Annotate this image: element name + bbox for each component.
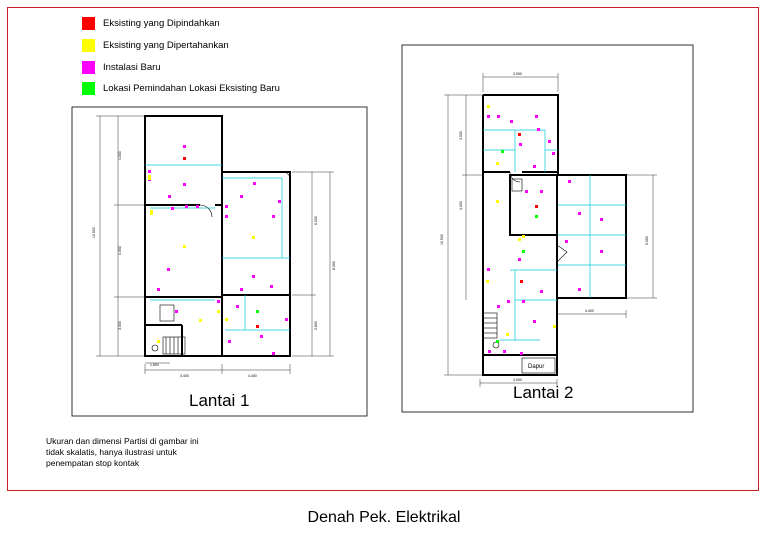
floor2-fixtures [482,171,568,374]
floor2-label: Lantai 2 [513,383,574,402]
floor2-partitions [483,129,626,341]
floor1-fixtures [151,171,291,355]
svg-text:2.800: 2.800 [314,321,318,330]
svg-text:1.800: 1.800 [150,363,159,367]
scale-note: Ukuran dan dimensi Partisi di gambar ini… [46,436,199,469]
legend-swatch-magenta [82,60,95,74]
floor1-outlets-kept [148,175,255,343]
floor1-dimension-text: 10.500 4.000 4.000 3.000 8.000 6.000 2.8… [92,151,336,378]
drawing-caption: Denah Pek. Elektrikal [307,509,461,526]
svg-text:3.400: 3.400 [180,374,189,378]
svg-text:3.000: 3.000 [118,321,122,330]
floor1-outlets-new [148,145,288,355]
legend-swatch-green [82,81,95,95]
floor1-outlets-moved-location [256,310,259,313]
svg-text:10.500: 10.500 [440,234,444,245]
floor2-walls [482,94,627,376]
svg-text:4.000: 4.000 [118,246,122,255]
legend-item-new: Instalasi Baru [82,60,161,74]
legend-swatch-yellow [82,38,95,52]
legend-label-moved-location: Lokasi Pemindahan Lokasi Eksisting Baru [103,82,280,94]
legend-item-kept: Eksisting yang Dipertahankan [82,38,229,52]
floor2-outlets-kept [486,105,556,336]
drawing-frame [7,7,759,491]
svg-text:6.000: 6.000 [314,216,318,225]
legend-label-kept: Eksisting yang Dipertahankan [103,39,229,51]
svg-text:4.400: 4.400 [585,309,594,313]
floor2-outlets-moved-location [496,150,538,343]
floor1-walls [144,115,291,357]
floor1-dimension-lines [96,115,334,374]
legend-item-moved-location: Lokasi Pemindahan Lokasi Eksisting Baru [82,81,280,95]
floor2-outlets-relocated [518,133,538,283]
floor1-label: Lantai 1 [189,391,250,410]
scale-note-line-2: tidak skalatis, hanya ilustrasi untuk [46,447,177,457]
floor2-plan: 10.500 3.000 4.000 3.000 3.000 5.000 4.4… [401,44,694,413]
floor1-plan: 10.500 4.000 4.000 3.000 8.000 6.000 2.8… [71,106,368,417]
svg-text:10.500: 10.500 [92,227,96,238]
svg-text:4.400: 4.400 [248,374,257,378]
floor2-dimension-text: 10.500 3.000 4.000 3.000 3.000 5.000 4.4… [440,72,649,382]
floor1-sheet-border [71,106,368,417]
floor1-outlets-relocated [183,157,259,328]
svg-text:3.000: 3.000 [513,72,522,76]
floor2-dimension-lines [444,73,657,387]
legend-label-new: Instalasi Baru [103,61,161,73]
legend-item-relocated: Eksisting yang Dipindahkan [82,16,220,30]
svg-text:4.000: 4.000 [118,151,122,160]
svg-text:8.000: 8.000 [332,261,336,270]
legend-swatch-red [82,16,95,30]
scale-note-line-1: Ukuran dan dimensi Partisi di gambar ini [46,436,199,446]
scale-note-line-3: penempatan stop kontak [46,458,140,468]
svg-text:3.000: 3.000 [459,131,463,140]
svg-text:3.000: 3.000 [513,378,522,382]
floor2-sheet-border [401,44,694,413]
floor2-outlets-new [487,115,603,355]
floor2-kitchen-label: Dapur [528,364,544,370]
floor1-partitions [145,164,290,331]
svg-text:4.000: 4.000 [459,201,463,210]
svg-text:5.000: 5.000 [645,236,649,245]
legend-label-relocated: Eksisting yang Dipindahkan [103,17,220,29]
